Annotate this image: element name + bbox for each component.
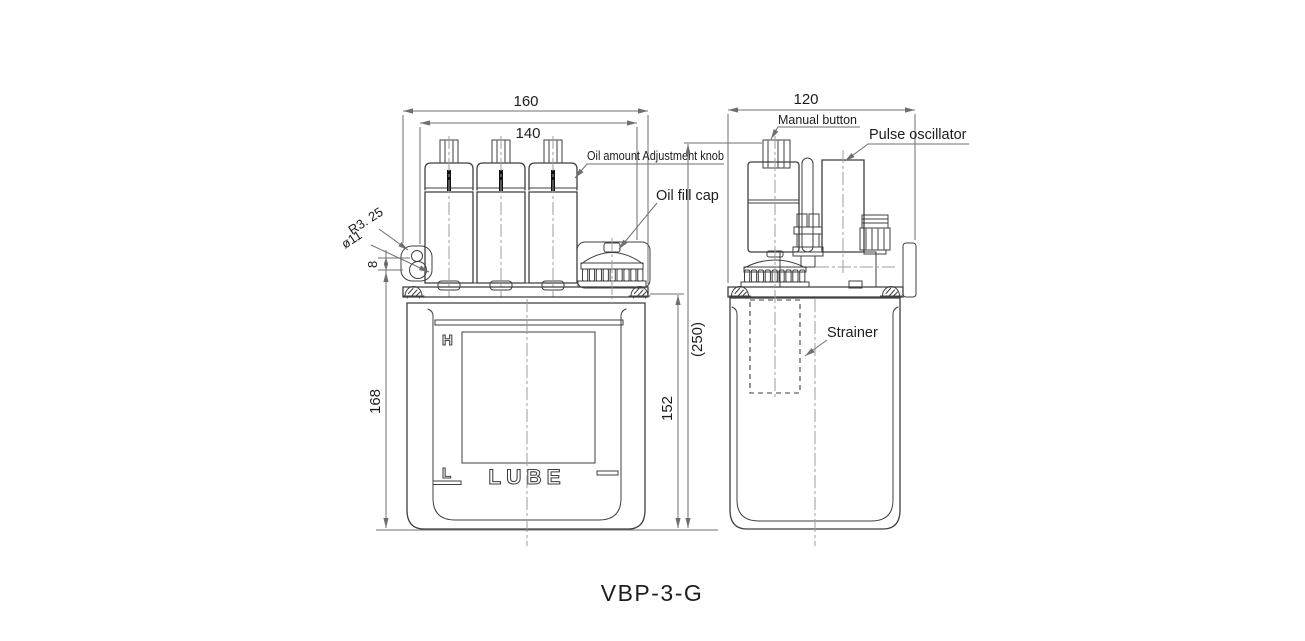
dim-text-168: 168 <box>367 389 384 414</box>
front-tank: H L LUBE <box>407 299 645 546</box>
sight-window <box>462 332 595 463</box>
dim-text-8: 8 <box>365 261 380 268</box>
label-text-manual-button: Manual button <box>778 112 857 127</box>
dimension-250: (250) <box>684 143 762 528</box>
label-strainer: Strainer <box>805 325 878 356</box>
dimension-160: 160 <box>403 93 648 284</box>
dim-text-152: 152 <box>659 396 676 421</box>
dimension-152: 152 <box>650 294 684 528</box>
label-manual-button: Manual button <box>771 112 860 139</box>
label-pulse-oscillator: Pulse oscillator <box>845 127 969 161</box>
label-oil-fill-cap: Oil fill cap <box>619 188 719 249</box>
label-text-adjust-knob: Oil amount Adjustment knob <box>587 148 724 163</box>
dimension-120: 120 <box>728 91 915 283</box>
side-view: 120 152 (250) Manual button Pulse oscill… <box>650 91 969 546</box>
level-mark-high: H <box>442 332 453 349</box>
dimension-8: 8 <box>365 250 410 278</box>
front-base-plate <box>403 286 651 299</box>
outlet-fitting <box>860 215 890 254</box>
mounting-ear-slot <box>401 246 432 281</box>
brand-logo: LUBE <box>488 466 565 489</box>
logo-dash <box>597 471 618 475</box>
pump-modules <box>424 135 578 298</box>
label-adjust-knob: Oil amount Adjustment knob <box>575 148 724 178</box>
drawing-title: VBP-3-G <box>601 580 704 606</box>
guide-rod <box>802 158 813 252</box>
oil-fill-cap-front <box>577 238 650 299</box>
dim-text-250: (250) <box>689 322 706 357</box>
dim-text-120: 120 <box>793 91 818 108</box>
label-text-oil-fill-cap: Oil fill cap <box>656 188 719 204</box>
label-text-pulse-oscillator: Pulse oscillator <box>869 127 967 143</box>
side-pump-body <box>748 140 813 252</box>
label-text-strainer: Strainer <box>827 325 878 341</box>
side-tank <box>730 136 900 546</box>
pulse-oscillator-body <box>822 150 864 276</box>
dim-text-140: 140 <box>515 125 540 142</box>
front-view: H L LUBE 160 140 R3. 25 ø11 <box>338 93 724 546</box>
dim-text-160: 160 <box>513 93 538 110</box>
dimension-140: 140 <box>420 120 637 244</box>
dimension-168: 168 <box>367 272 389 528</box>
level-mark-low: L <box>442 465 451 482</box>
side-base-plate <box>728 243 916 299</box>
